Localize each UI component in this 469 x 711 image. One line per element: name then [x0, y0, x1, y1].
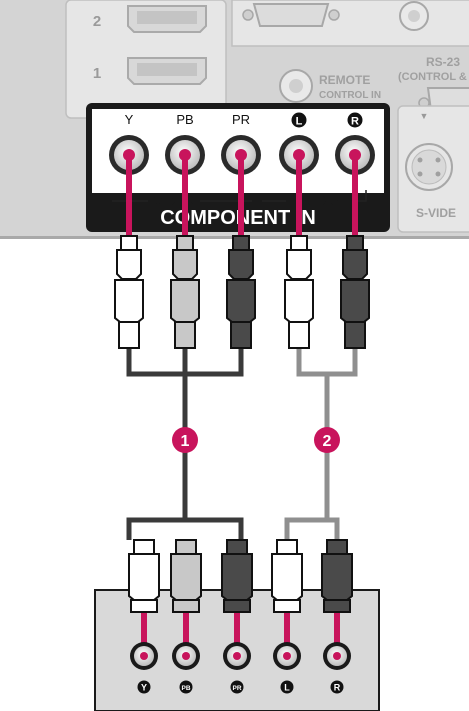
tv-jack-audio-r[interactable]	[335, 135, 375, 175]
plug-pr-top	[226, 235, 256, 349]
hdmi-port-2[interactable]	[127, 5, 207, 33]
tv-side-plugs	[114, 235, 370, 349]
callout-1-number: 1	[181, 433, 190, 450]
hdmi-port-1[interactable]	[127, 57, 207, 85]
remote-control-label-1: REMOTE	[319, 73, 370, 87]
device-jacks	[130, 642, 351, 670]
device-label-audio-r: R	[334, 683, 341, 693]
jack-label-pr: PR	[232, 112, 250, 127]
remote-control-in-jack[interactable]	[279, 69, 313, 103]
callout-2: 2	[314, 427, 340, 453]
plug-pb-top	[170, 235, 200, 349]
video-group-label: VIDEO	[154, 193, 194, 208]
jack-label-audio-r: R	[351, 116, 359, 128]
plug-audio-l-bottom	[271, 539, 303, 613]
device-jack-labels: Y PB PR L R	[137, 680, 344, 694]
tv-side-pins	[126, 158, 358, 236]
audio-in-jack[interactable]	[399, 1, 429, 31]
callout-1: 1	[172, 427, 198, 453]
device-jack-audio-l[interactable]	[273, 642, 301, 670]
device-jack-y[interactable]	[130, 642, 158, 670]
remote-control-label-2: CONTROL IN	[319, 90, 381, 101]
rgb-vga-port[interactable]	[242, 3, 340, 27]
svideo-label: S-VIDE	[416, 206, 456, 220]
tv-jack-y[interactable]	[109, 135, 149, 175]
hdmi-1-number: 1	[93, 65, 101, 82]
device-jack-audio-r[interactable]	[323, 642, 351, 670]
plug-pb-bottom	[170, 539, 202, 613]
callout-2-number: 2	[323, 433, 332, 450]
rs232-label-1: RS-23	[426, 55, 460, 69]
device-side-plugs	[128, 539, 353, 613]
rs232-label-2: (CONTROL &	[398, 71, 467, 83]
plug-audio-l-top	[284, 235, 314, 349]
svideo-arrow-icon: ▼	[420, 111, 429, 121]
jack-label-audio-l: L	[296, 116, 303, 128]
plug-audio-r-bottom	[321, 539, 353, 613]
plug-pr-bottom	[221, 539, 253, 613]
device-label-pr: PR	[232, 685, 241, 692]
device-label-pb: PB	[181, 685, 190, 692]
device-label-audio-l: L	[284, 683, 290, 693]
jack-label-pb: PB	[176, 112, 193, 127]
tv-jack-pr[interactable]	[221, 135, 261, 175]
tv-back-panel: 2 1 REMOTE CONTROL IN RS-23 (CONTROL &	[0, 0, 469, 239]
plug-audio-r-top	[340, 235, 370, 349]
device-jack-pb[interactable]	[172, 642, 200, 670]
svideo-port[interactable]	[405, 143, 453, 191]
plug-y-top	[114, 235, 144, 349]
device-side-pins	[141, 608, 340, 654]
jack-label-y: Y	[125, 112, 134, 127]
plug-y-bottom	[128, 539, 160, 613]
audio-group-label: AUDIO	[298, 193, 340, 208]
hdmi-2-number: 2	[93, 13, 101, 30]
device-label-y: Y	[141, 683, 147, 693]
device-jack-pr[interactable]	[223, 642, 251, 670]
